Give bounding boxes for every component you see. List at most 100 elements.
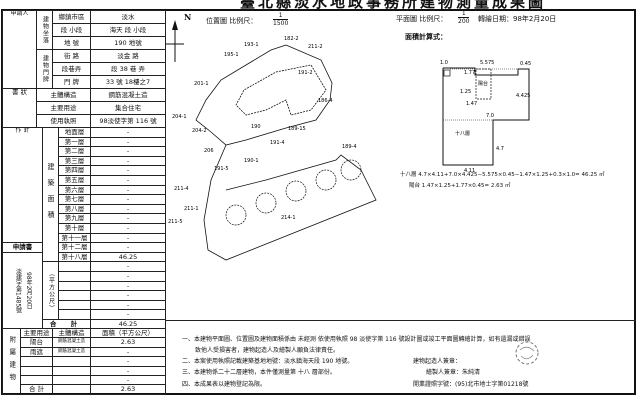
floor-label	[58, 299, 91, 311]
annex-structure	[52, 365, 91, 376]
annex-header: 主體構造	[52, 327, 91, 339]
floor-label: 第八層	[58, 203, 91, 215]
annex-structure: 鋼筋混凝土造	[52, 337, 91, 348]
doorplate-label: 建物門牌	[36, 49, 53, 89]
area-label: 建築面積	[42, 126, 59, 263]
north-label: N	[184, 12, 192, 22]
annex-structure	[52, 374, 91, 386]
note-1-cont: 致他人受損害者，建物起造人及繪製人願負法律責任。	[195, 347, 340, 354]
note-3: 三、本建物係二十二層建物，本件僅測量第 十八 層部份。	[182, 369, 336, 376]
row-label: 地 號	[52, 36, 91, 50]
floor-label: 第三層	[58, 155, 91, 167]
dimension-label: 5.575	[480, 60, 494, 66]
seal-stamp-icon	[515, 341, 539, 365]
drafter-signature: 繪製人簽章：朱純清	[426, 369, 481, 376]
dimension-label: 十八層	[455, 130, 470, 137]
dimension-label: 1.0	[440, 60, 448, 66]
floor-label	[58, 270, 91, 282]
floor-area: -	[90, 146, 166, 157]
annex-use	[20, 365, 53, 376]
floor-label: 第一層	[58, 136, 91, 148]
builder-signature-label: 建物起造人簽章：	[413, 358, 462, 365]
dimension-label: 1.77	[464, 70, 475, 76]
annex-structure	[52, 356, 91, 367]
floor-area: -	[90, 213, 166, 224]
lot-number-label: 195-1	[224, 52, 239, 58]
annex-label: 附屬建物	[2, 328, 21, 395]
building-footprint	[285, 180, 307, 202]
lot-number-label: 201-1	[194, 81, 209, 87]
floor-area: -	[90, 222, 166, 234]
lot-number-label: 191-4	[270, 140, 285, 146]
floor-area: -	[90, 299, 166, 311]
floor-area: -	[90, 127, 166, 138]
lot-number-label: 182-2	[284, 36, 299, 42]
row-label: 主體構造	[36, 88, 91, 102]
annex-area: -	[90, 356, 166, 367]
annex-header: 面積（平方公尺）	[90, 327, 166, 339]
annex-area: -	[90, 374, 166, 386]
lot-number-label: 206	[204, 148, 214, 154]
site-plan-scale: 1 1500	[273, 12, 289, 27]
floor-label: 地面層	[58, 127, 91, 138]
area-formula-balcony: 陽台 1.47×1.25+1.77×0.45= 2.63 ㎡	[409, 183, 511, 189]
lot-number-label: 189-15	[288, 126, 306, 132]
row-label: 鄉鎮市區	[52, 10, 91, 24]
annex-area: 2.63	[90, 337, 166, 348]
application-label: 申請書	[2, 242, 43, 253]
applicant-label: 申請人	[2, 10, 37, 89]
note-2: 二、本案使用執照記載建築基地地號：淡水鎮海天段 190 地號。	[182, 358, 354, 365]
floor-area: -	[90, 184, 166, 196]
row-label: 街 路	[52, 49, 91, 63]
building-footprint	[225, 204, 247, 226]
floor-label	[58, 309, 91, 320]
void-mark: 作 針	[2, 126, 43, 244]
lot-number-label: 204-2	[192, 128, 207, 134]
row-label: 段巷弄	[52, 62, 91, 76]
floor-area: -	[90, 242, 166, 253]
row-value: 淡金 路	[90, 49, 166, 63]
lot-number-label: 191-5	[214, 166, 229, 172]
floor-label: 第十二層	[58, 242, 91, 253]
row-value: 段 38 巷 弄	[90, 62, 166, 76]
row-value: 淡水	[90, 10, 166, 24]
row-value: 33 號 18樓之7	[90, 75, 166, 89]
dimension-label: 0.45	[520, 61, 531, 67]
floor-area: -	[90, 270, 166, 282]
dimension-label: 陽台	[478, 80, 488, 87]
annex-use	[20, 356, 53, 367]
row-value: 集合住宅	[90, 101, 166, 115]
lot-number-label: 211-5	[168, 219, 183, 225]
redraw-date: 轉繪日期：98年2月20日	[478, 15, 557, 23]
floor-label: 第五層	[58, 174, 91, 186]
annex-use: 陽台	[20, 337, 53, 348]
annex-use	[20, 374, 53, 386]
site-plan-drawing: 193-1182-2211-2195-1201-1191-2186-4204-1…	[166, 20, 377, 261]
floor-label: 第十一層	[58, 232, 91, 244]
floor-area: -	[90, 232, 166, 244]
floor-label: 第二層	[58, 146, 91, 157]
floor-plan-title: 平面圖 比例尺：	[396, 15, 448, 23]
dimension-label: 1.47	[466, 101, 477, 107]
area-calc-label: 面積計算式：	[405, 33, 447, 41]
row-label: 主要用途	[36, 101, 91, 115]
annex-area: -	[90, 365, 166, 376]
application-number-text: 淡建字第1485號	[14, 267, 22, 314]
lot-number-label: 191-2	[298, 70, 313, 76]
document-title: 臺北縣淡水地政事務所建物測量成果圖	[240, 0, 547, 11]
annex-structure: 鋼筋混凝土造	[52, 346, 91, 358]
scale-numerator: 1	[458, 10, 470, 18]
lot-number-label: 214-1	[281, 215, 296, 221]
floor-label: 第七層	[58, 194, 91, 205]
scale-denominator: 200	[458, 18, 470, 25]
floor-area: -	[90, 261, 166, 272]
row-value: 鋼筋混凝土造	[90, 88, 166, 102]
site-plan-title: 位置圖 比例尺：	[206, 17, 258, 25]
floor-label: 第四層	[58, 165, 91, 176]
building-footprint	[340, 159, 362, 181]
annex-total-area: 2.63	[90, 384, 166, 395]
row-label: 使用執照	[36, 114, 91, 128]
